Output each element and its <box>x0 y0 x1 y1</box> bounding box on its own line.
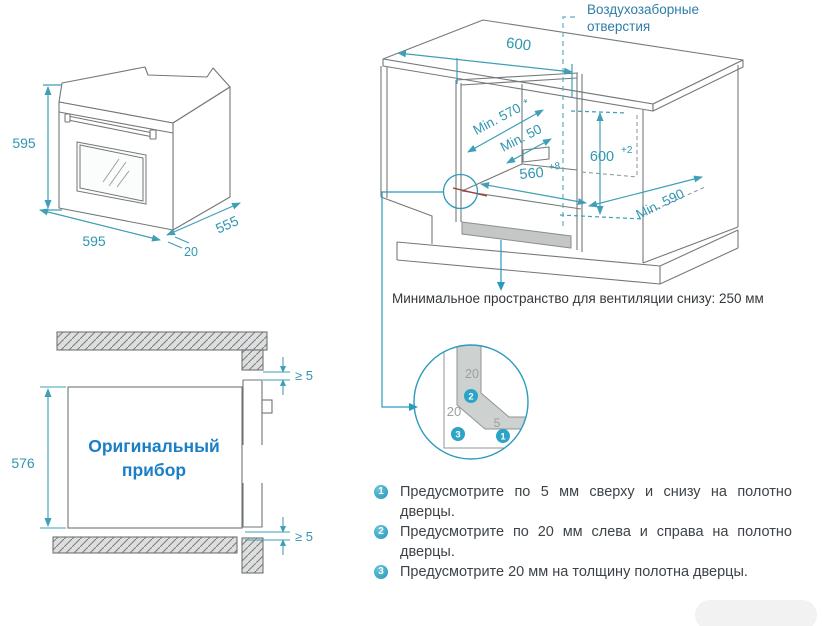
original-appliance-label-line1: Оригинальный <box>88 436 220 456</box>
instruction-item-2: 2 Предусмотрите по 20 мм слева и справа … <box>374 522 792 562</box>
gap-arrowheads <box>280 366 286 546</box>
appliance-door-section <box>242 379 273 528</box>
oven-handle <box>64 113 157 140</box>
detail-circle-border <box>413 344 529 460</box>
detail-badge-2: 2 <box>468 392 473 403</box>
vent-arrowhead-icon <box>497 282 505 291</box>
air-intake-label-line1: Воздухозаборные <box>587 2 699 17</box>
instruction-list: 1 Предусмотрите по 5 мм сверху и снизу н… <box>374 482 792 582</box>
detail-badges: 2 3 1 <box>451 389 510 443</box>
niche-width-dim: 560 <box>519 165 545 183</box>
instruction-text-1: Предусмотрите по 5 мм сверху и снизу на … <box>400 484 792 520</box>
section-height-dim: 576 <box>11 455 35 471</box>
section-view-drawing: ≥ 5 ≥ 5 576 Оригинальный прибор <box>11 331 313 574</box>
corner-callout-circle <box>442 173 479 210</box>
step-3-badge: 3 <box>374 565 388 579</box>
air-intake-label: Воздухозаборные отверстия <box>587 1 699 35</box>
instruction-text-3: Предусмотрите 20 мм на толщину полотна д… <box>400 564 748 580</box>
air-intake-label-line2: отверстия <box>587 19 651 34</box>
oven-dimension-lines <box>39 84 241 249</box>
air-intake-dashed-line <box>562 16 576 226</box>
original-appliance-label-line2: прибор <box>122 460 186 480</box>
detail-door-thickness-dim: 20 <box>465 367 479 381</box>
callout-arrowhead-icon <box>409 403 418 411</box>
instruction-text-2: Предусмотрите по 20 мм слева и справа на… <box>400 524 792 560</box>
gap-top-dim: ≥ 5 <box>295 368 313 383</box>
step-2-badge: 2 <box>374 525 388 539</box>
cabinet-top-width-dim: 600 <box>505 35 532 55</box>
cabinet-panels <box>52 331 268 574</box>
oven-width-dim: 595 <box>82 233 106 249</box>
callout-connector-line <box>381 191 443 408</box>
gap-bottom-dim: ≥ 5 <box>295 529 313 544</box>
niche-height-dim: 600 <box>590 149 614 165</box>
detail-badge-1: 1 <box>500 432 506 443</box>
gap-dimension-lines <box>40 357 290 555</box>
corner-detail-drawing: 20 20 5 2 3 1 <box>443 345 528 449</box>
oven-depth-dim: 555 <box>213 212 241 236</box>
niche-height-tolerance: +2 <box>621 145 633 156</box>
instruction-item-1: 1 Предусмотрите по 5 мм сверху и снизу н… <box>374 482 792 522</box>
watermark-blob <box>695 600 817 626</box>
ventilation-note: Минимальное пространство для вентиляции … <box>392 291 764 306</box>
instruction-item-3: 3 Предусмотрите 20 мм на толщину полотна… <box>374 562 792 582</box>
detail-front-gap-dim: 5 <box>494 416 501 430</box>
side-depth-dim: Min. 590 <box>633 186 686 222</box>
detail-badge-3: 3 <box>455 430 460 441</box>
detail-side-gap-dim: 20 <box>447 404 461 419</box>
oven-dimension-drawing: 595 595 555 20 <box>12 66 241 259</box>
niche-width-tolerance: +8 <box>548 161 561 173</box>
oven-door-glass <box>76 141 147 205</box>
niche-depth-note: * <box>522 97 532 110</box>
corner-detail-callout: 20 20 5 2 3 1 <box>413 344 529 460</box>
step-1-badge: 1 <box>374 485 388 499</box>
cabinet-dimension-lines <box>397 50 703 220</box>
vent-strip <box>461 221 572 249</box>
cabinet-niche-drawing: 600 Min. 570 * Min. 50 560 +8 600 +2 Min… <box>380 16 744 411</box>
oven-height-dim: 595 <box>12 135 36 151</box>
oven-door-offset-dim: 20 <box>184 245 198 259</box>
appliance-body-outline <box>67 386 243 529</box>
red-edge-mark <box>452 187 488 197</box>
